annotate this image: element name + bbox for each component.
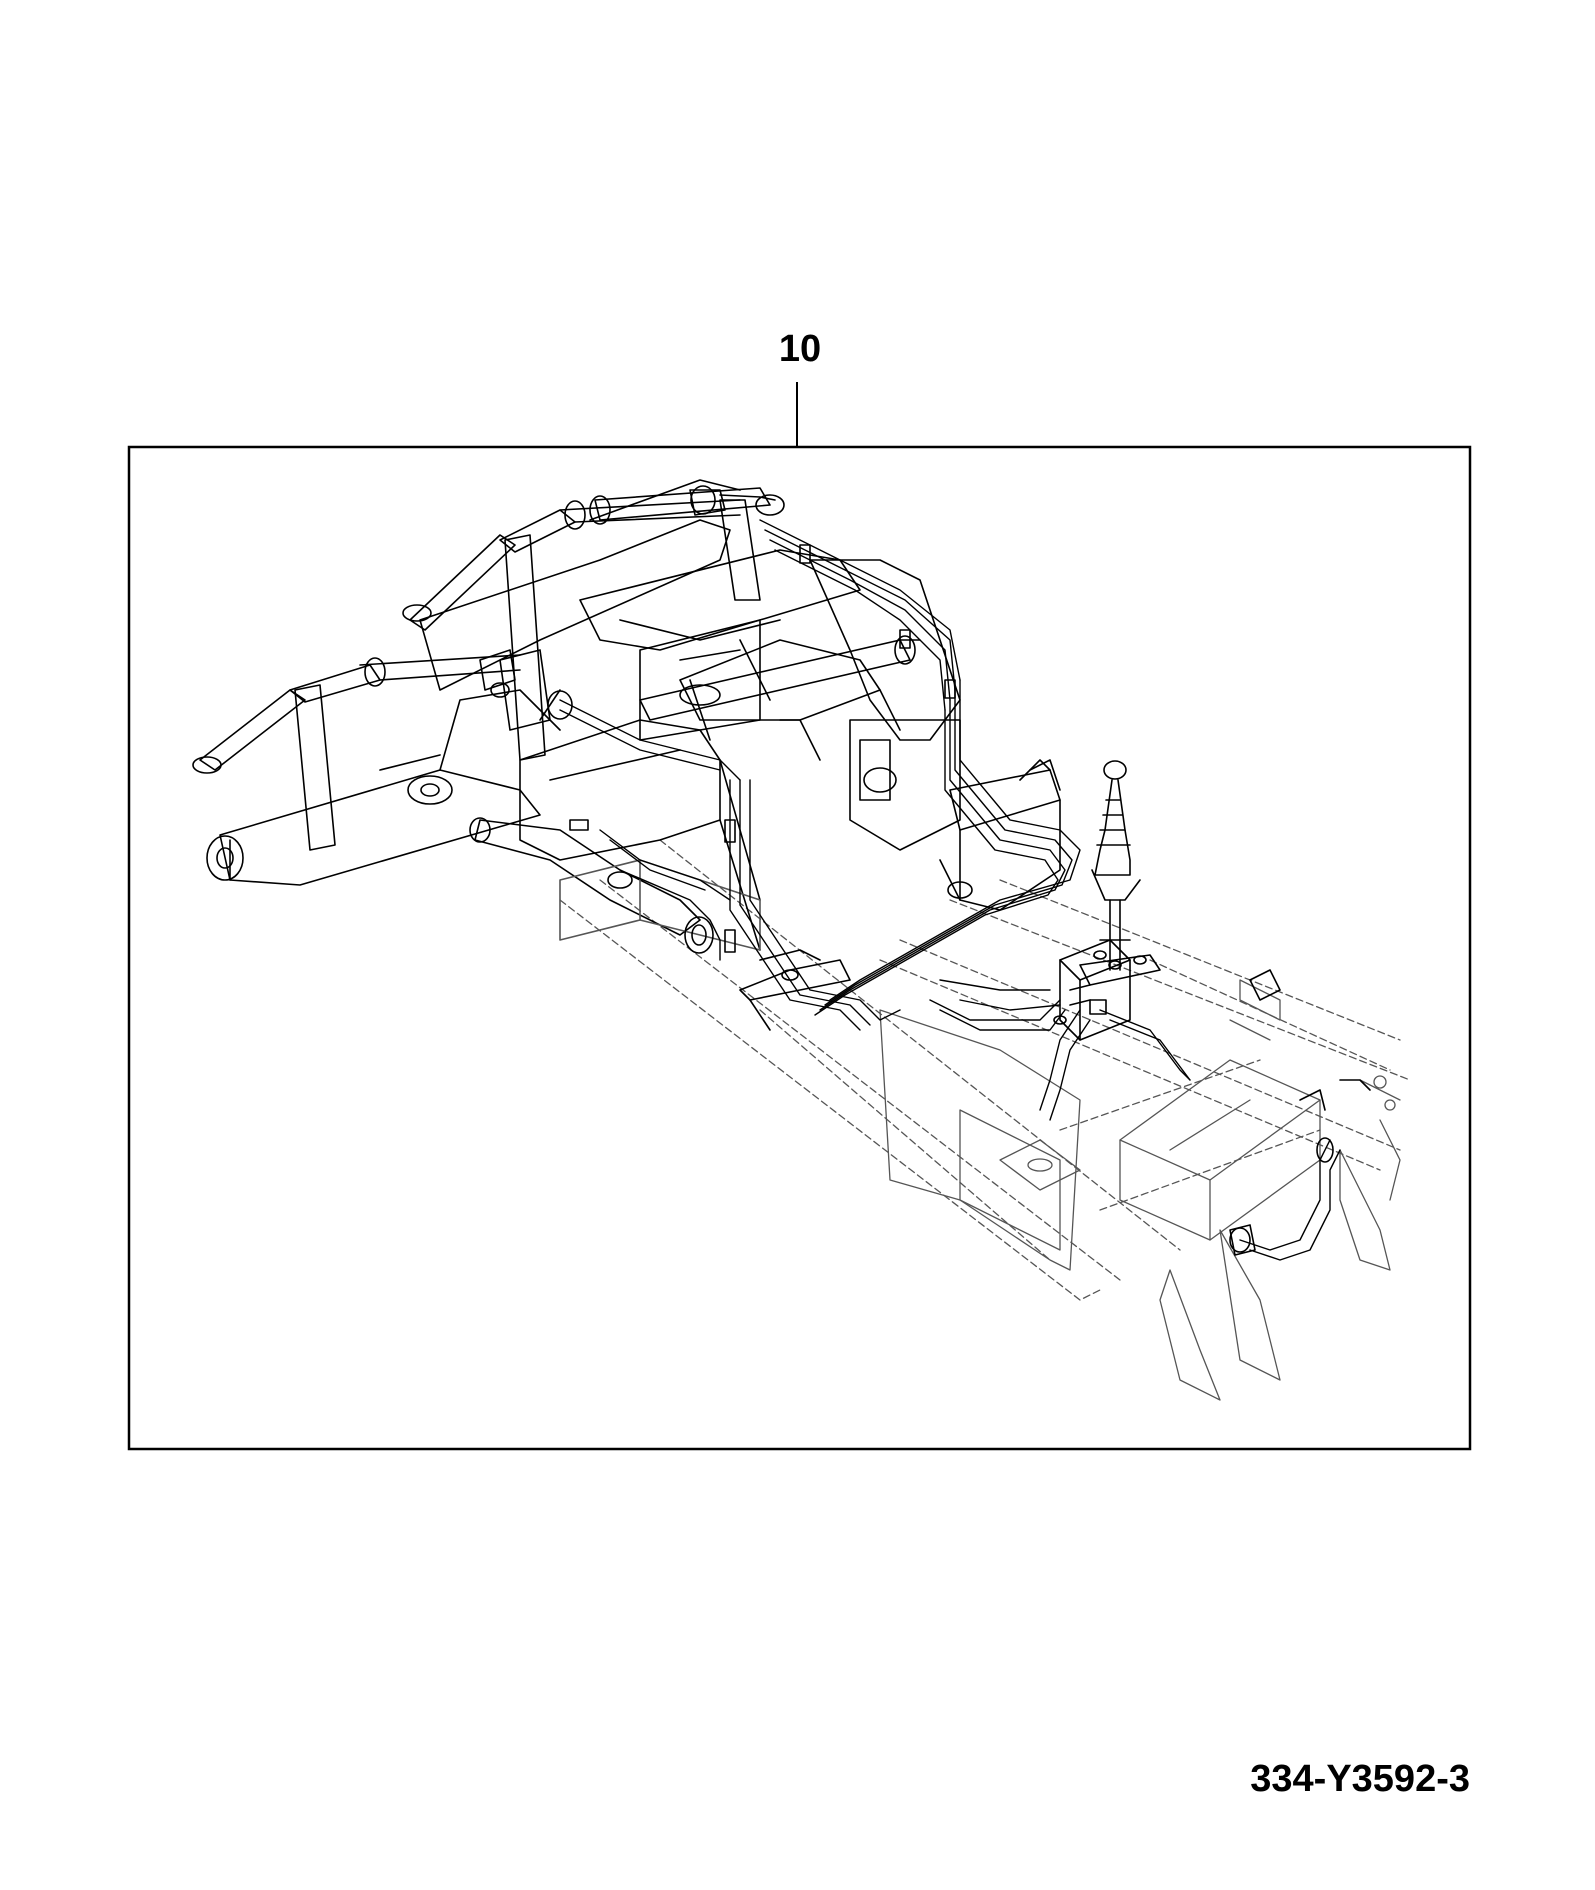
hose-fittings [479,485,1334,1256]
front-mounting-bracket [739,949,851,1031]
drawing-reference-code: 334-Y3592-3 [1250,1758,1470,1800]
battery-box [1119,1059,1321,1241]
control-valve-block [1053,939,1131,1041]
hydraulic-cylinders [192,487,901,936]
chassis-side-plates [879,979,1401,1401]
control-joystick [1079,760,1161,986]
assembly-illustration [192,479,1411,1401]
loader-boom-left [206,689,561,886]
assembly-frame [127,445,1472,1451]
central-support-frame [519,719,761,951]
callout-number-10: 10 [778,328,822,370]
hydraulic-pipe-bundle [559,519,1341,1261]
rear-bracket-small [1249,969,1371,1111]
cross-tube [639,635,916,741]
